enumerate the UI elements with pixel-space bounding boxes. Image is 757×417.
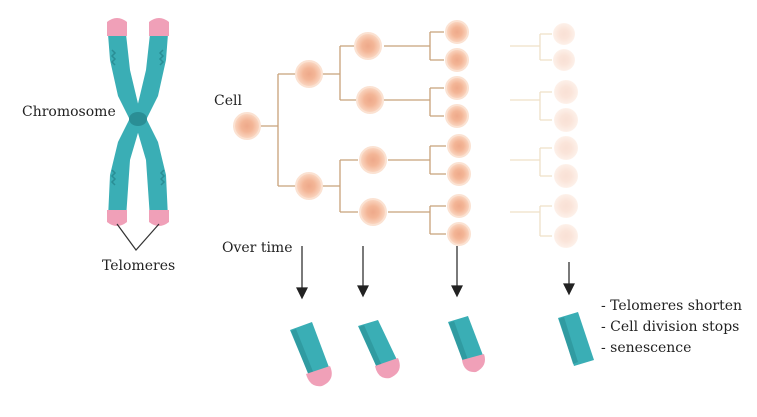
- branch-g1-top: [322, 45, 356, 101]
- senescence-notes: - Telomeres shorten - Cell division stop…: [601, 296, 742, 359]
- cell-g4-8: [554, 224, 578, 248]
- cell-label: Cell: [214, 93, 242, 109]
- time-arrows: [296, 246, 575, 300]
- division-branches: [260, 31, 446, 235]
- telomere-cap-bottom-left: [107, 210, 127, 226]
- telomeres-label: Telomeres: [102, 258, 176, 274]
- note-cell-division-stops: - Cell division stops: [601, 319, 740, 335]
- over-time-label: Over time: [222, 240, 293, 256]
- chromatid-left-upper: [108, 34, 140, 120]
- cell-g3-6: [447, 162, 471, 186]
- cell-g4-7: [554, 194, 578, 218]
- telomere-cap-top-left: [107, 18, 127, 36]
- telomere-pointer-lines: [116, 223, 160, 251]
- branch-g2-d: [388, 205, 446, 235]
- branch-root: [260, 73, 296, 187]
- chromatid-right-lower: [136, 118, 168, 218]
- cell-g4-2: [553, 49, 575, 71]
- cell-g3-4: [445, 104, 469, 128]
- chromatid-left-lower: [108, 118, 140, 218]
- cell-g4-6: [554, 164, 578, 188]
- cell-g4-1: [553, 23, 575, 45]
- chromosome-label: Chromosome: [22, 104, 116, 120]
- cell-g3-8: [447, 222, 471, 246]
- branch-g1-bottom: [322, 159, 358, 213]
- cell-g2-2: [356, 86, 384, 114]
- cell-g4-4: [554, 108, 578, 132]
- telomere-cap-bottom-right: [149, 210, 169, 226]
- cell-g4-5: [554, 136, 578, 160]
- note-telomeres-shorten: - Telomeres shorten: [601, 298, 743, 314]
- chromosome: [107, 18, 169, 251]
- note-senescence: - senescence: [601, 340, 692, 356]
- cell-g3-3: [445, 76, 469, 100]
- cell-g1-2: [295, 172, 323, 200]
- cell-g3-7: [447, 194, 471, 218]
- branch-g2-a: [384, 31, 444, 61]
- chromatid-right-upper: [136, 34, 168, 120]
- branch-g2-b: [384, 87, 444, 117]
- cell-g3-2: [445, 48, 469, 72]
- centromere: [129, 112, 147, 126]
- cell-g1-1: [295, 60, 323, 88]
- cells: [233, 20, 471, 246]
- chromatid-fragment-4: [558, 312, 594, 366]
- division-branches-faded: [510, 33, 552, 237]
- chromatid-fragment-1: [290, 322, 332, 387]
- cell-g2-1: [354, 32, 382, 60]
- chromatid-fragment-3: [448, 316, 485, 373]
- branch-g2-c: [388, 145, 446, 175]
- cells-faded: [553, 23, 578, 248]
- cell-g2-4: [359, 198, 387, 226]
- cell-g3-5: [447, 134, 471, 158]
- telomere-cap-top-right: [149, 18, 169, 36]
- cell-g4-3: [554, 80, 578, 104]
- chromatid-fragment-2: [358, 320, 400, 379]
- cell-root: [233, 112, 261, 140]
- cell-g3-1: [445, 20, 469, 44]
- chromatid-texture: [110, 49, 166, 186]
- cell-g2-3: [359, 146, 387, 174]
